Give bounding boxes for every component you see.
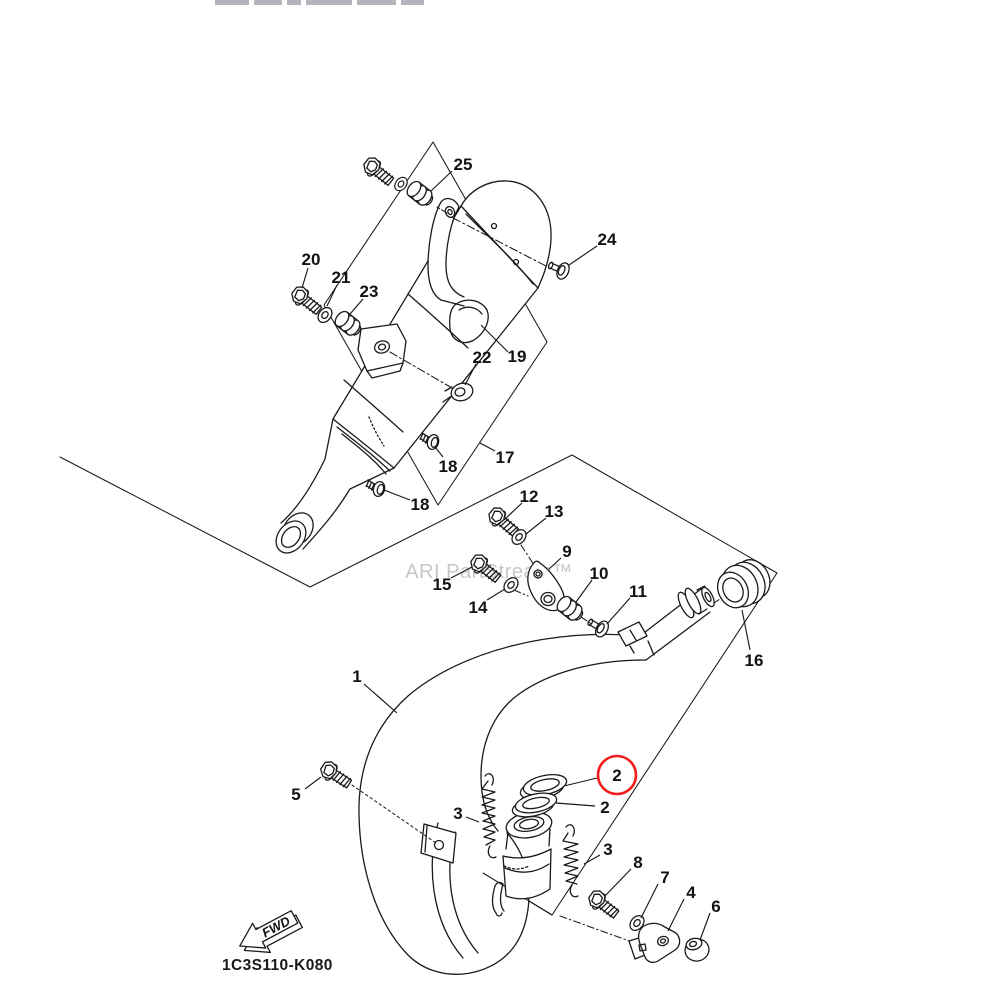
callout-1: 1 [352,667,361,686]
part-spring-3-left [481,773,497,859]
leader-line [304,776,322,790]
part-plug-22 [442,382,474,403]
callout-3: 3 [453,804,462,823]
stinger-joint-collar [677,585,715,619]
callout-24: 24 [598,230,617,249]
part-gasket-2-upper [519,773,568,801]
leader-line [575,579,593,603]
callout-18: 18 [411,495,430,514]
leader-line [465,816,480,823]
part-bolt-8 [584,887,623,923]
leader-line [480,324,509,353]
stinger-clamp [617,621,648,654]
chamber-mount-tab [420,823,457,864]
part-washer-13 [508,526,530,548]
callout-10: 10 [590,564,609,583]
leader-line [363,683,398,714]
callout-2: 2 [600,798,609,817]
leader-line [555,802,596,807]
callout-18: 18 [439,457,458,476]
callout-20: 20 [302,250,321,269]
part-muffler-assembly-17 [275,180,552,554]
assembly-axis-lines [389,206,547,389]
leader-line [563,777,598,787]
leader-line [568,245,598,266]
leader-line [699,912,711,941]
leader-line [430,170,453,192]
part-screw-18 [363,477,387,499]
leader-line [741,609,751,651]
callout-16: 16 [745,651,764,670]
muffler-rivet-hole [490,222,498,230]
callout-12: 12 [520,487,539,506]
callout-8: 8 [633,853,642,872]
part-expansion-chamber-1 [358,588,711,975]
callout-23: 23 [360,282,379,301]
part-patch-19 [449,299,489,344]
cropped-text-fragment [215,0,424,5]
callout-6: 6 [711,897,720,916]
leader-line [525,517,547,535]
callout-25: 25 [454,155,473,174]
muffler-rivet-hole [512,258,520,266]
chamber-inlet-joint [491,811,553,917]
callout-21: 21 [332,268,351,287]
leader-line [583,854,601,865]
leader-line [640,883,659,919]
callout-15: 15 [433,575,452,594]
part-damper-25 [403,178,437,210]
leader-line [450,566,473,579]
part-seal-16 [716,559,771,609]
callout-19: 19 [508,347,527,366]
leader-line [383,489,411,501]
part-bracket-4 [628,922,681,964]
callout-3: 3 [603,840,612,859]
leader-line [667,898,685,932]
part-spring-3-right [562,824,579,898]
spring-hook-clip [491,881,505,917]
leader-line [604,868,632,897]
leader-line [503,502,523,521]
callout-17: 17 [496,448,515,467]
callout-5: 5 [291,785,300,804]
leader-line [434,446,444,458]
callout-7: 7 [660,868,669,887]
callout-13: 13 [545,502,564,521]
callout-4: 4 [686,883,696,902]
leader-line [326,284,338,307]
diagram-code: 1C3S110-K080 [222,957,333,974]
muffler-end-dome [460,180,552,289]
leader-line [486,588,506,601]
part-bolt-5 [316,758,355,793]
part-rivet-24 [544,256,573,282]
leader-line [301,267,309,289]
muffler-mount-lug [357,323,407,379]
part-stay-9 [527,560,565,612]
callout-2: 2 [612,766,621,785]
highlight-circle [596,754,638,796]
leader-line [349,298,364,315]
part-collar-6 [684,937,710,962]
part-bolt [359,154,398,190]
part-gasket-2-lower [511,792,558,818]
callout-9: 9 [562,542,571,561]
leader-line [606,597,631,625]
callout-11: 11 [629,582,647,601]
callout-22: 22 [473,348,492,367]
callout-14: 14 [469,598,488,617]
muffler-hanger-strap [427,197,465,307]
leader-line [464,363,477,386]
leader-line [479,442,496,452]
fwd-direction-arrow: FWD [239,910,304,954]
part-collar-23 [331,308,365,340]
leader-line [548,557,562,570]
